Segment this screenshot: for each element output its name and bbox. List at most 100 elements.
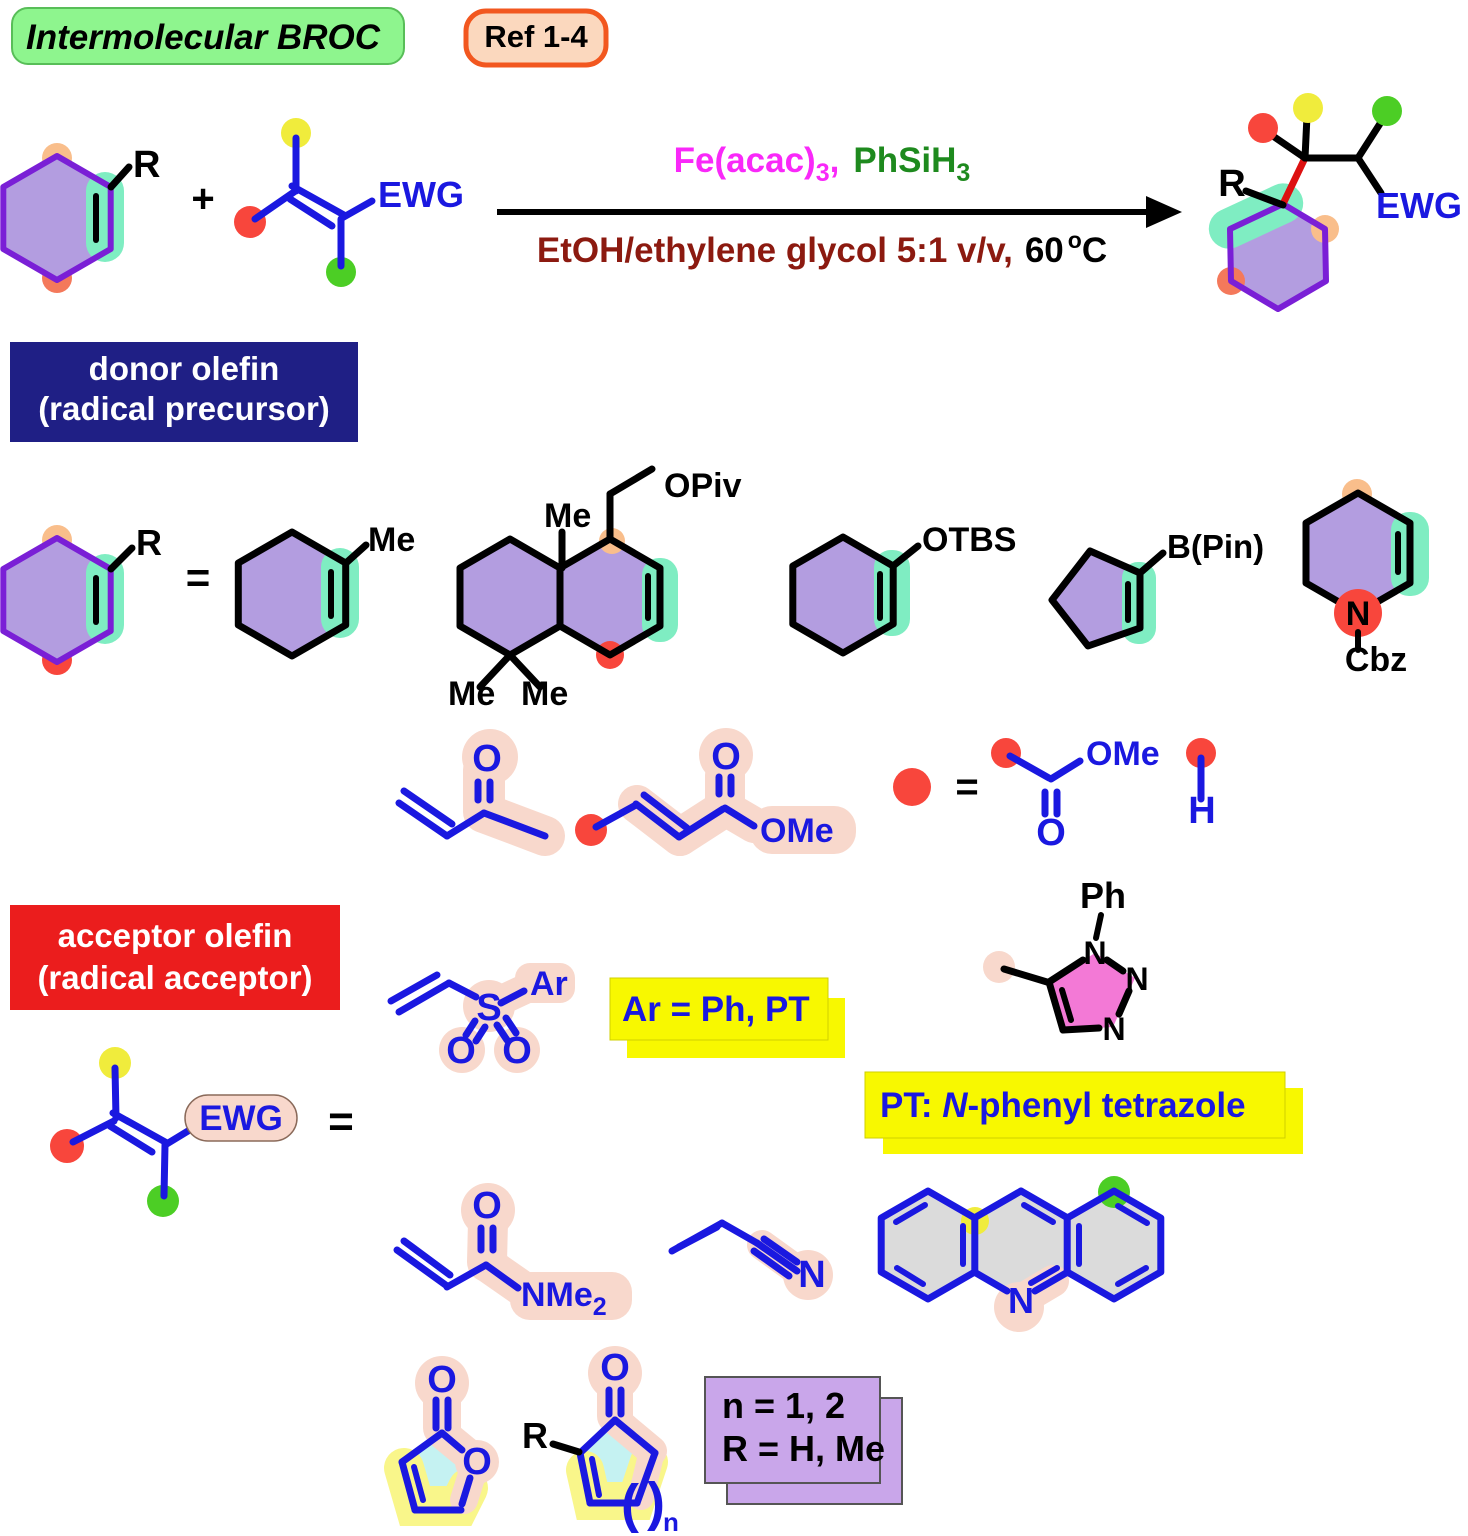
nitrogen-label-3: N — [1102, 1011, 1125, 1047]
substituent-dot-green — [1372, 96, 1402, 126]
highlight — [699, 728, 753, 782]
plus-sign: + — [191, 177, 214, 221]
mvk-structure: O — [395, 729, 565, 856]
butenolide-structure: O O — [384, 1356, 499, 1526]
bonds — [328, 541, 370, 619]
ewg-label: EWG — [378, 174, 464, 215]
substituent-dot-green — [147, 1185, 179, 1217]
ring-fill — [1306, 493, 1410, 613]
bpin-cyclopentene-structure: B(Pin) — [1048, 528, 1264, 650]
bonds — [549, 1386, 659, 1507]
red-dot-legend: = OMe O H — [893, 735, 1216, 854]
highlight — [750, 806, 856, 854]
carbonyl-o-label: O — [711, 736, 741, 778]
substituent-dot-yellow — [99, 1047, 131, 1079]
ome-label: OMe — [1086, 735, 1160, 773]
note-line2: R = H, Me — [722, 1428, 885, 1469]
bonds — [393, 1224, 522, 1292]
r-substituent-label: R — [522, 1415, 548, 1456]
product-ewg-label: EWG — [1376, 185, 1462, 226]
ring-size-paren-close: ) — [647, 1472, 665, 1532]
new-c-c-bond — [1279, 154, 1309, 208]
bonds — [1125, 549, 1167, 623]
bonds — [398, 1396, 474, 1514]
bonds — [893, 1187, 1150, 1295]
bonds — [668, 1219, 801, 1280]
cbz-enamine-structure: N Cbz — [1302, 479, 1429, 679]
equals-sign: = — [328, 1097, 354, 1146]
donor-heading-background — [10, 342, 358, 442]
methyl-label: Me — [368, 521, 415, 559]
ring-o-label: O — [462, 1441, 492, 1483]
left-ring-fill — [460, 539, 560, 655]
note-background — [609, 977, 829, 1041]
note-background — [704, 1376, 881, 1484]
bonds — [1000, 912, 1133, 1034]
bonds — [877, 542, 922, 621]
note-background — [864, 1071, 1286, 1139]
bonds — [1242, 112, 1387, 209]
bonds — [1006, 752, 1084, 818]
ewg-highlight-pill — [184, 1094, 298, 1142]
bonds — [395, 778, 549, 840]
acceptor-heading-line2: (radical acceptor) — [37, 959, 312, 996]
carbonyl-o-label: O — [600, 1347, 630, 1389]
ring-size-n: n — [663, 1507, 679, 1536]
attachment-dot-red — [1186, 738, 1216, 768]
substituent-dot-yellow — [281, 118, 311, 148]
ring-outline — [1048, 547, 1144, 650]
acceptor-heading-line1: acceptor olefin — [58, 917, 293, 954]
angular-methyl-label: Me — [544, 497, 591, 535]
acceptor-generic-structure: EWG = — [50, 1047, 354, 1217]
cyclohexene-ring-fill — [3, 156, 111, 280]
acridine-n-label: N — [1008, 1280, 1034, 1321]
conditions-line1: Fe(acac)3,PhSiH3 — [674, 141, 971, 187]
decalin-opiv-structure: Me OPiv Me Me — [448, 465, 742, 713]
scheme-title: Intermolecular BROC — [26, 18, 381, 57]
r-substituent-label: R — [136, 522, 162, 563]
nitrogen-label-1: N — [1083, 935, 1106, 971]
ref-badge: Ref 1-4 — [463, 8, 609, 68]
substituent-dot-red — [50, 1129, 84, 1163]
nitrogen-label: N — [1346, 595, 1371, 633]
title-badge-background — [11, 7, 405, 65]
oxygen-label-1: O — [446, 1030, 476, 1072]
product-r-label: R — [1218, 163, 1245, 205]
legend-equals: = — [955, 765, 978, 809]
cbz-label: Cbz — [1345, 641, 1407, 679]
pt-note-badge: PT: N-phenyl tetrazole — [864, 1071, 1303, 1154]
oxygen-label-2: O — [502, 1030, 532, 1072]
otbs-enol-ether-structure: OTBS — [789, 521, 1016, 657]
donor-heading-line2: (radical precursor) — [38, 390, 330, 427]
methyl-crotonate-structure: O OMe — [575, 728, 856, 856]
product-structure: R EWG — [1208, 93, 1462, 312]
nitrogen-site-dot-red — [1334, 589, 1382, 637]
ring-fill — [792, 537, 894, 653]
acceptor-heading: acceptor olefin (radical acceptor) — [10, 905, 340, 1010]
ewg-label: EWG — [199, 1099, 283, 1138]
bonds — [387, 971, 528, 1045]
substituent-dot-yellow — [1293, 93, 1323, 123]
reaction-conditions: Fe(acac)3,PhSiH3 EtOH/ethylene glycol 5:… — [537, 141, 1107, 270]
note-line1: n = 1, 2 — [722, 1385, 845, 1426]
methylcyclohexene-structure: Me — [234, 521, 415, 660]
acceptor-heading-background — [10, 905, 340, 1010]
bonds — [69, 1064, 192, 1200]
bonds — [476, 465, 656, 691]
acrylamide-structure: O NMe2 — [393, 1183, 632, 1321]
h-label: H — [1188, 790, 1215, 832]
ring-fill — [3, 538, 111, 662]
acridine-structure: N — [877, 1176, 1165, 1332]
bonds — [592, 773, 758, 841]
bpin-label: B(Pin) — [1167, 528, 1264, 565]
gem-methyl-label-1: Me — [448, 675, 495, 713]
cyclopentenone-structure: O R ( ) n — [522, 1346, 679, 1536]
substituent-dot-green — [326, 257, 356, 287]
r-substituent-label: R — [133, 144, 160, 186]
product-ring-outline — [1227, 201, 1329, 312]
acceptor-olefin-reactant: EWG — [234, 118, 464, 287]
equals-sign: = — [186, 554, 211, 601]
ref-label: Ref 1-4 — [484, 19, 588, 54]
attachment-dot — [983, 951, 1015, 983]
